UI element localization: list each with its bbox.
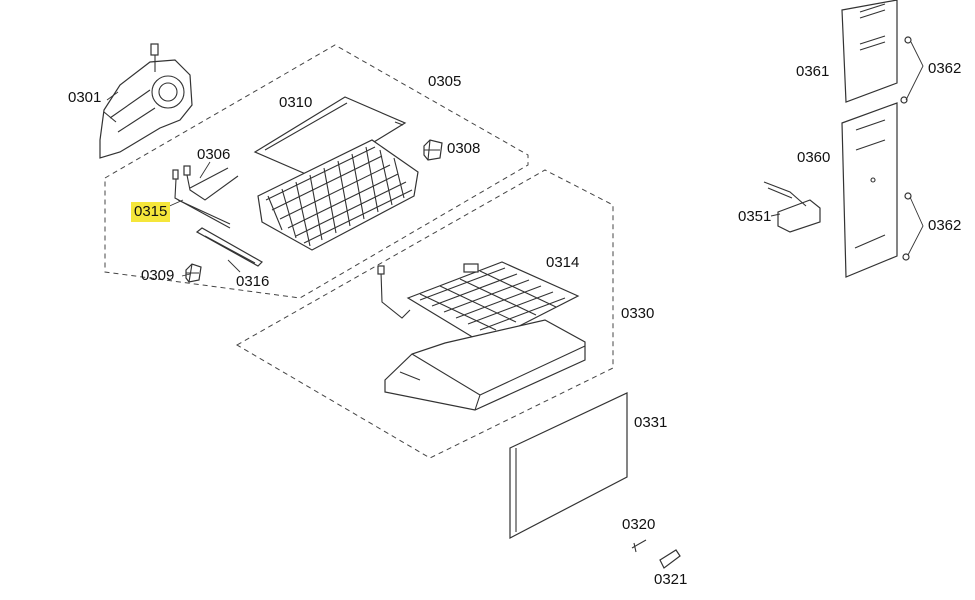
callout-0331: 0331 xyxy=(634,414,668,431)
cap-part-0321 xyxy=(659,549,681,569)
evaporator-coil xyxy=(257,139,419,251)
sensor-cable-part-0306 xyxy=(183,165,239,201)
heater-grid-part-0314 xyxy=(377,261,580,345)
callout-0351: 0351 xyxy=(738,208,772,225)
callout-0306: 0306 xyxy=(197,146,231,163)
callout-0308: 0308 xyxy=(447,140,481,157)
callout-0310: 0310 xyxy=(279,94,313,111)
leader-lines xyxy=(106,41,924,277)
callout-0330: 0330 xyxy=(621,305,655,322)
callout-0301: 0301 xyxy=(68,89,102,106)
callout-0360: 0360 xyxy=(797,149,831,166)
callout-0314: 0314 xyxy=(546,254,580,271)
callout-0361: 0361 xyxy=(796,63,830,80)
callout-0316: 0316 xyxy=(236,273,270,290)
drain-tray-part-0330 xyxy=(384,319,586,411)
screw-part-0362 xyxy=(900,36,912,261)
callout-0309: 0309 xyxy=(141,267,175,284)
callout-0362-upper: 0362 xyxy=(928,60,962,77)
clip-part-0308 xyxy=(423,139,443,161)
pin-part-0320 xyxy=(631,539,647,553)
callout-0315: 0315 xyxy=(131,202,171,222)
front-panel-part-0331 xyxy=(509,392,628,539)
callout-0320: 0320 xyxy=(622,516,656,533)
bracket-part-0316 xyxy=(195,227,263,267)
back-panel-part-0361 xyxy=(841,0,898,103)
control-unit-part-0351 xyxy=(763,181,821,233)
callout-0321: 0321 xyxy=(654,571,688,588)
assembly-boundary-0305 xyxy=(104,44,529,299)
fan-housing-part-0301 xyxy=(99,43,193,159)
heater-wire-part-0315 xyxy=(172,169,231,229)
clip-part-0309 xyxy=(185,263,202,283)
callout-0362-lower: 0362 xyxy=(928,217,962,234)
back-panel-part-0360 xyxy=(841,102,898,278)
evaporator-cover-part-0310 xyxy=(253,96,407,179)
callout-0305: 0305 xyxy=(428,73,462,90)
